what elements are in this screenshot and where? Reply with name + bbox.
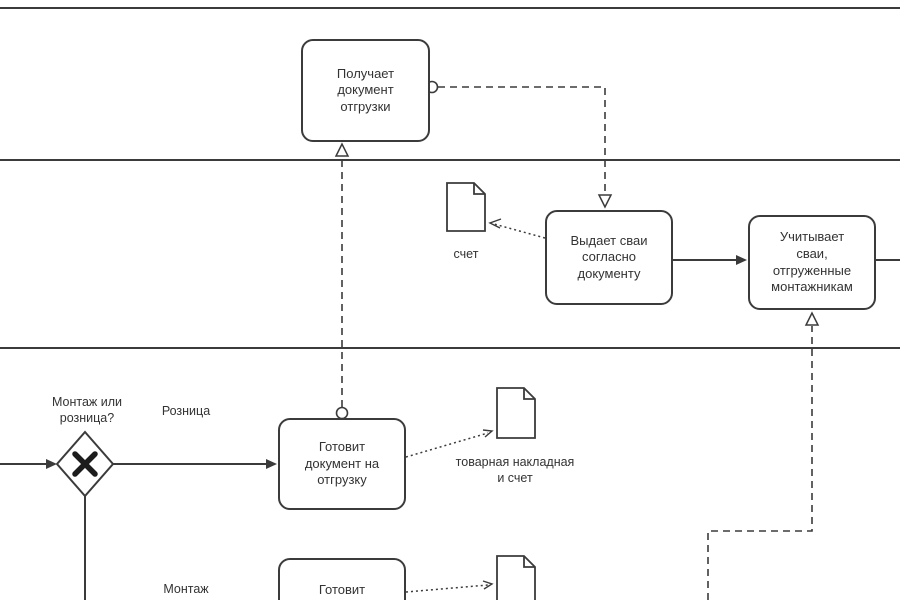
task-prepares-shipping-document: Готовит документ на отгрузку — [278, 418, 406, 510]
document-icon-bottom — [496, 555, 536, 600]
document-icon-invoice — [446, 182, 486, 232]
sequence-flow-into-gateway — [0, 459, 57, 469]
document-label-waybill: товарная накладная и счет — [455, 455, 575, 485]
task-receives-shipping-document: Получает документ отгрузки — [301, 39, 430, 142]
document-label-invoice: счет — [453, 247, 479, 261]
task-issues-piles: Выдает сваи согласно документу — [545, 210, 673, 305]
sequence-flow-issues-to-accounts — [673, 255, 747, 265]
message-flow-bottom-to-accounts — [707, 311, 820, 600]
task-accounts-shipped-piles: Учитывает сваи, отгруженные монтажникам — [748, 215, 876, 310]
task-prepares-bottom: Готовит — [278, 558, 406, 600]
sequence-flow-gateway-to-prepare — [113, 459, 277, 469]
xor-gateway-icon — [55, 430, 115, 498]
branch-label-install: Монтаж — [163, 582, 209, 596]
document-icon-waybill — [496, 387, 536, 439]
branch-label-retail: Розница — [161, 404, 211, 418]
data-association-prepare2-to-doc — [405, 580, 494, 593]
data-association-prepare-to-waybill — [405, 429, 494, 458]
gateway-question-label: Монтаж или розница? — [51, 395, 123, 425]
data-association-issues-to-invoice — [488, 218, 546, 239]
message-flow-prepare-to-receives — [334, 142, 350, 420]
